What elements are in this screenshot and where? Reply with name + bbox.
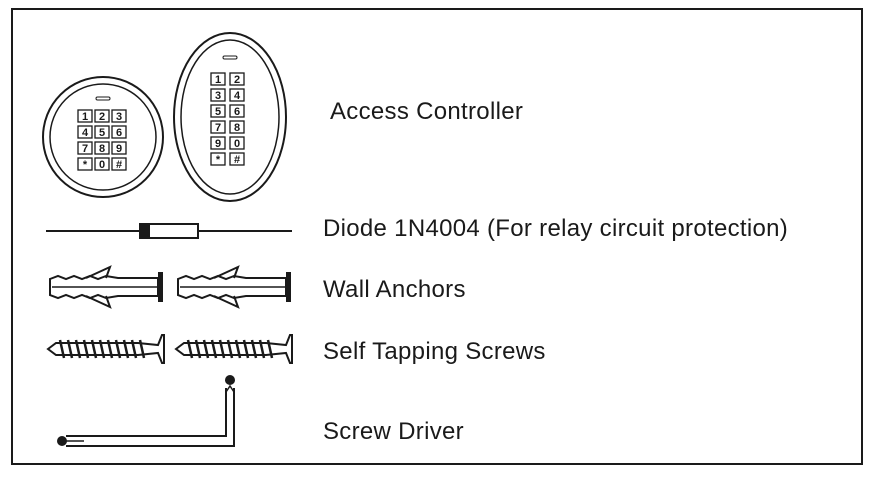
oval-keypad-key [229,72,245,86]
round-keypad-key-label: 2 [99,111,105,123]
oval-keypad-key [210,152,226,166]
oval-keypad-key-label: 7 [215,122,221,134]
screw-thread [58,339,66,359]
access-controller-label: Access Controller [330,98,524,125]
round-keypad-key-label: 5 [99,127,105,139]
screw-thread [130,339,138,359]
oval-keypad-key-label: 4 [234,90,241,102]
oval-keypad-key-label: 1 [215,74,221,86]
round-keypad-key-label: # [116,159,122,171]
oval-keypad-key-label: 3 [215,90,221,102]
round-keypad-key [77,157,93,171]
oval-keypad-key-label: # [234,154,240,166]
round-keypad-key [94,157,110,171]
oval-keypad-key-label: * [216,154,221,166]
screw-thread [74,339,82,359]
wall-anchor-icon-2 [177,265,291,309]
diode-icon [46,223,292,239]
oval-keypad-key [210,72,226,86]
round-keypad-key [77,141,93,155]
screw-thread [66,339,74,359]
screw-thread [250,339,258,359]
wall-anchors-label: Wall Anchors [323,276,466,303]
round-keypad-key-label: 0 [99,159,105,171]
screw-driver-icon [57,375,235,447]
round-keypad-key-label: 7 [82,143,88,155]
oval-keypad-key-label: 0 [234,138,240,150]
oval-keypad-key [229,88,245,102]
round-keypad-key-label: 6 [116,127,122,139]
screw-thread [138,339,146,359]
oval-keypad-key-label: 8 [234,122,240,134]
screw-thread [226,339,234,359]
round-keypad-key-label: 4 [82,127,89,139]
screw-icon-2 [174,334,293,364]
diode-label: Diode 1N4004 (For relay circuit protecti… [323,215,789,242]
screw-thread [114,339,122,359]
round-keypad-key [94,125,110,139]
screw-thread [106,339,114,359]
screw-thread [218,339,226,359]
oval-keypad-key [229,136,245,150]
round-keypad-key-label: * [83,159,88,171]
round-keypad-key-label: 1 [82,111,88,123]
oval-keypad-key-label: 2 [234,74,240,86]
round-keypad-key-label: 8 [99,143,105,155]
oval-keypad-key [210,104,226,118]
screw-thread [122,339,130,359]
oval-keypad-key-label: 5 [215,106,221,118]
oval-keypad-key [229,104,245,118]
screw-thread [202,339,210,359]
screw-thread [242,339,250,359]
self-tapping-screws-label: Self Tapping Screws [323,338,546,365]
oval-keypad-key [229,120,245,134]
screw-thread [82,339,90,359]
oval-keypad-key-label: 6 [234,106,240,118]
round-keypad-key [77,109,93,123]
oval-keypad-key [210,136,226,150]
screw-thread [234,339,242,359]
oval-keypad-key-label: 9 [215,138,221,150]
round-keypad-key [111,125,127,139]
screw-thread [194,339,202,359]
round-keypad-key-label: 9 [116,143,122,155]
wall-anchor-icon-1 [49,265,163,309]
oval-keypad-key [229,152,245,166]
round-keypad-key [111,109,127,123]
round-keypad-key [111,141,127,155]
screw-thread [210,339,218,359]
screw-thread [98,339,106,359]
oval-keypad-icon: 1 2 3 4 5 6 7 8 9 0 * # [173,32,287,202]
screw-thread [258,339,266,359]
screw-icon-1 [46,334,165,364]
round-keypad-key [111,157,127,171]
oval-keypad-key [210,120,226,134]
screw-thread [266,339,274,359]
screw-thread [90,339,98,359]
round-keypad-key-label: 3 [116,111,122,123]
oval-keypad-key [210,88,226,102]
round-keypad-key [77,125,93,139]
parts-list-frame [11,8,863,465]
round-keypad-key [94,109,110,123]
screw-thread [186,339,194,359]
screw-driver-label: Screw Driver [323,418,464,445]
round-keypad-key [94,141,110,155]
